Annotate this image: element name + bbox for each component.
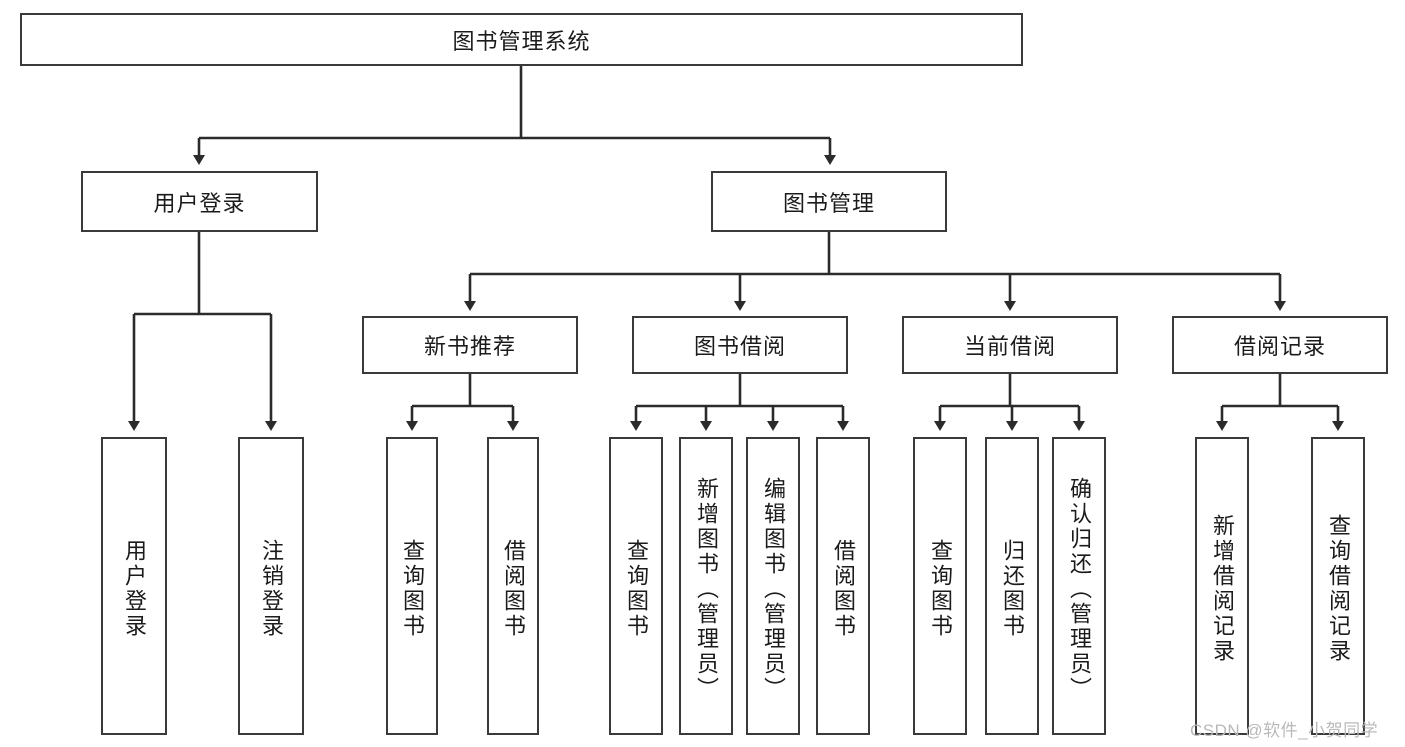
node-new-book-recommend[interactable]: 新书推荐 xyxy=(362,316,578,374)
node-leaf-borrow-book-recommend[interactable]: 借阅图书 xyxy=(487,437,539,735)
node-leaf-return-book-label: 归还图书 xyxy=(1000,539,1025,639)
node-root[interactable]: 图书管理系统 xyxy=(20,13,1023,66)
node-leaf-add-book-admin[interactable]: 新增图书（管理员） xyxy=(679,437,733,735)
node-leaf-return-book[interactable]: 归还图书 xyxy=(985,437,1039,735)
node-leaf-add-book-admin-label: 新增图书（管理员） xyxy=(694,476,719,702)
csdn-watermark: CSDN @软件_小贺同学 xyxy=(1190,721,1379,740)
node-leaf-add-borrow-record-label: 新增借阅记录 xyxy=(1210,514,1235,664)
node-leaf-query-borrow-record[interactable]: 查询借阅记录 xyxy=(1311,437,1365,735)
node-leaf-logout-login-label: 注销登录 xyxy=(259,539,284,639)
node-leaf-edit-book-admin[interactable]: 编辑图书（管理员） xyxy=(746,437,800,735)
node-leaf-borrow-book[interactable]: 借阅图书 xyxy=(816,437,870,735)
node-leaf-query-book-current-label: 查询图书 xyxy=(928,539,953,639)
node-leaf-logout-login[interactable]: 注销登录 xyxy=(238,437,304,735)
node-book-manage-label: 图书管理 xyxy=(782,190,875,216)
node-leaf-query-book-borrow[interactable]: 查询图书 xyxy=(609,437,663,735)
node-leaf-confirm-return-admin[interactable]: 确认归还（管理员） xyxy=(1052,437,1106,735)
node-leaf-borrow-book-label: 借阅图书 xyxy=(831,539,856,639)
node-user-login-label: 用户登录 xyxy=(153,190,246,216)
node-leaf-user-login[interactable]: 用户登录 xyxy=(101,437,167,735)
node-root-label: 图书管理系统 xyxy=(452,28,591,54)
node-user-login[interactable]: 用户登录 xyxy=(81,171,318,232)
node-leaf-edit-book-admin-label: 编辑图书（管理员） xyxy=(761,476,786,702)
node-leaf-query-book-recommend-label: 查询图书 xyxy=(400,539,425,639)
node-new-book-recommend-label: 新书推荐 xyxy=(423,334,516,359)
node-leaf-user-login-label: 用户登录 xyxy=(122,539,147,639)
node-leaf-query-book-recommend[interactable]: 查询图书 xyxy=(386,437,438,735)
node-book-borrow[interactable]: 图书借阅 xyxy=(632,316,848,374)
node-leaf-query-book-borrow-label: 查询图书 xyxy=(624,539,649,639)
node-leaf-query-book-current[interactable]: 查询图书 xyxy=(913,437,967,735)
node-current-borrow[interactable]: 当前借阅 xyxy=(902,316,1118,374)
node-leaf-borrow-book-recommend-label: 借阅图书 xyxy=(501,539,526,639)
node-book-manage[interactable]: 图书管理 xyxy=(711,171,947,232)
node-borrow-record[interactable]: 借阅记录 xyxy=(1172,316,1388,374)
node-borrow-record-label: 借阅记录 xyxy=(1233,334,1326,359)
node-leaf-query-borrow-record-label: 查询借阅记录 xyxy=(1326,514,1351,664)
node-book-borrow-label: 图书借阅 xyxy=(693,334,786,359)
node-leaf-add-borrow-record[interactable]: 新增借阅记录 xyxy=(1195,437,1249,735)
node-leaf-confirm-return-admin-label: 确认归还（管理员） xyxy=(1067,476,1092,702)
node-current-borrow-label: 当前借阅 xyxy=(963,334,1056,359)
